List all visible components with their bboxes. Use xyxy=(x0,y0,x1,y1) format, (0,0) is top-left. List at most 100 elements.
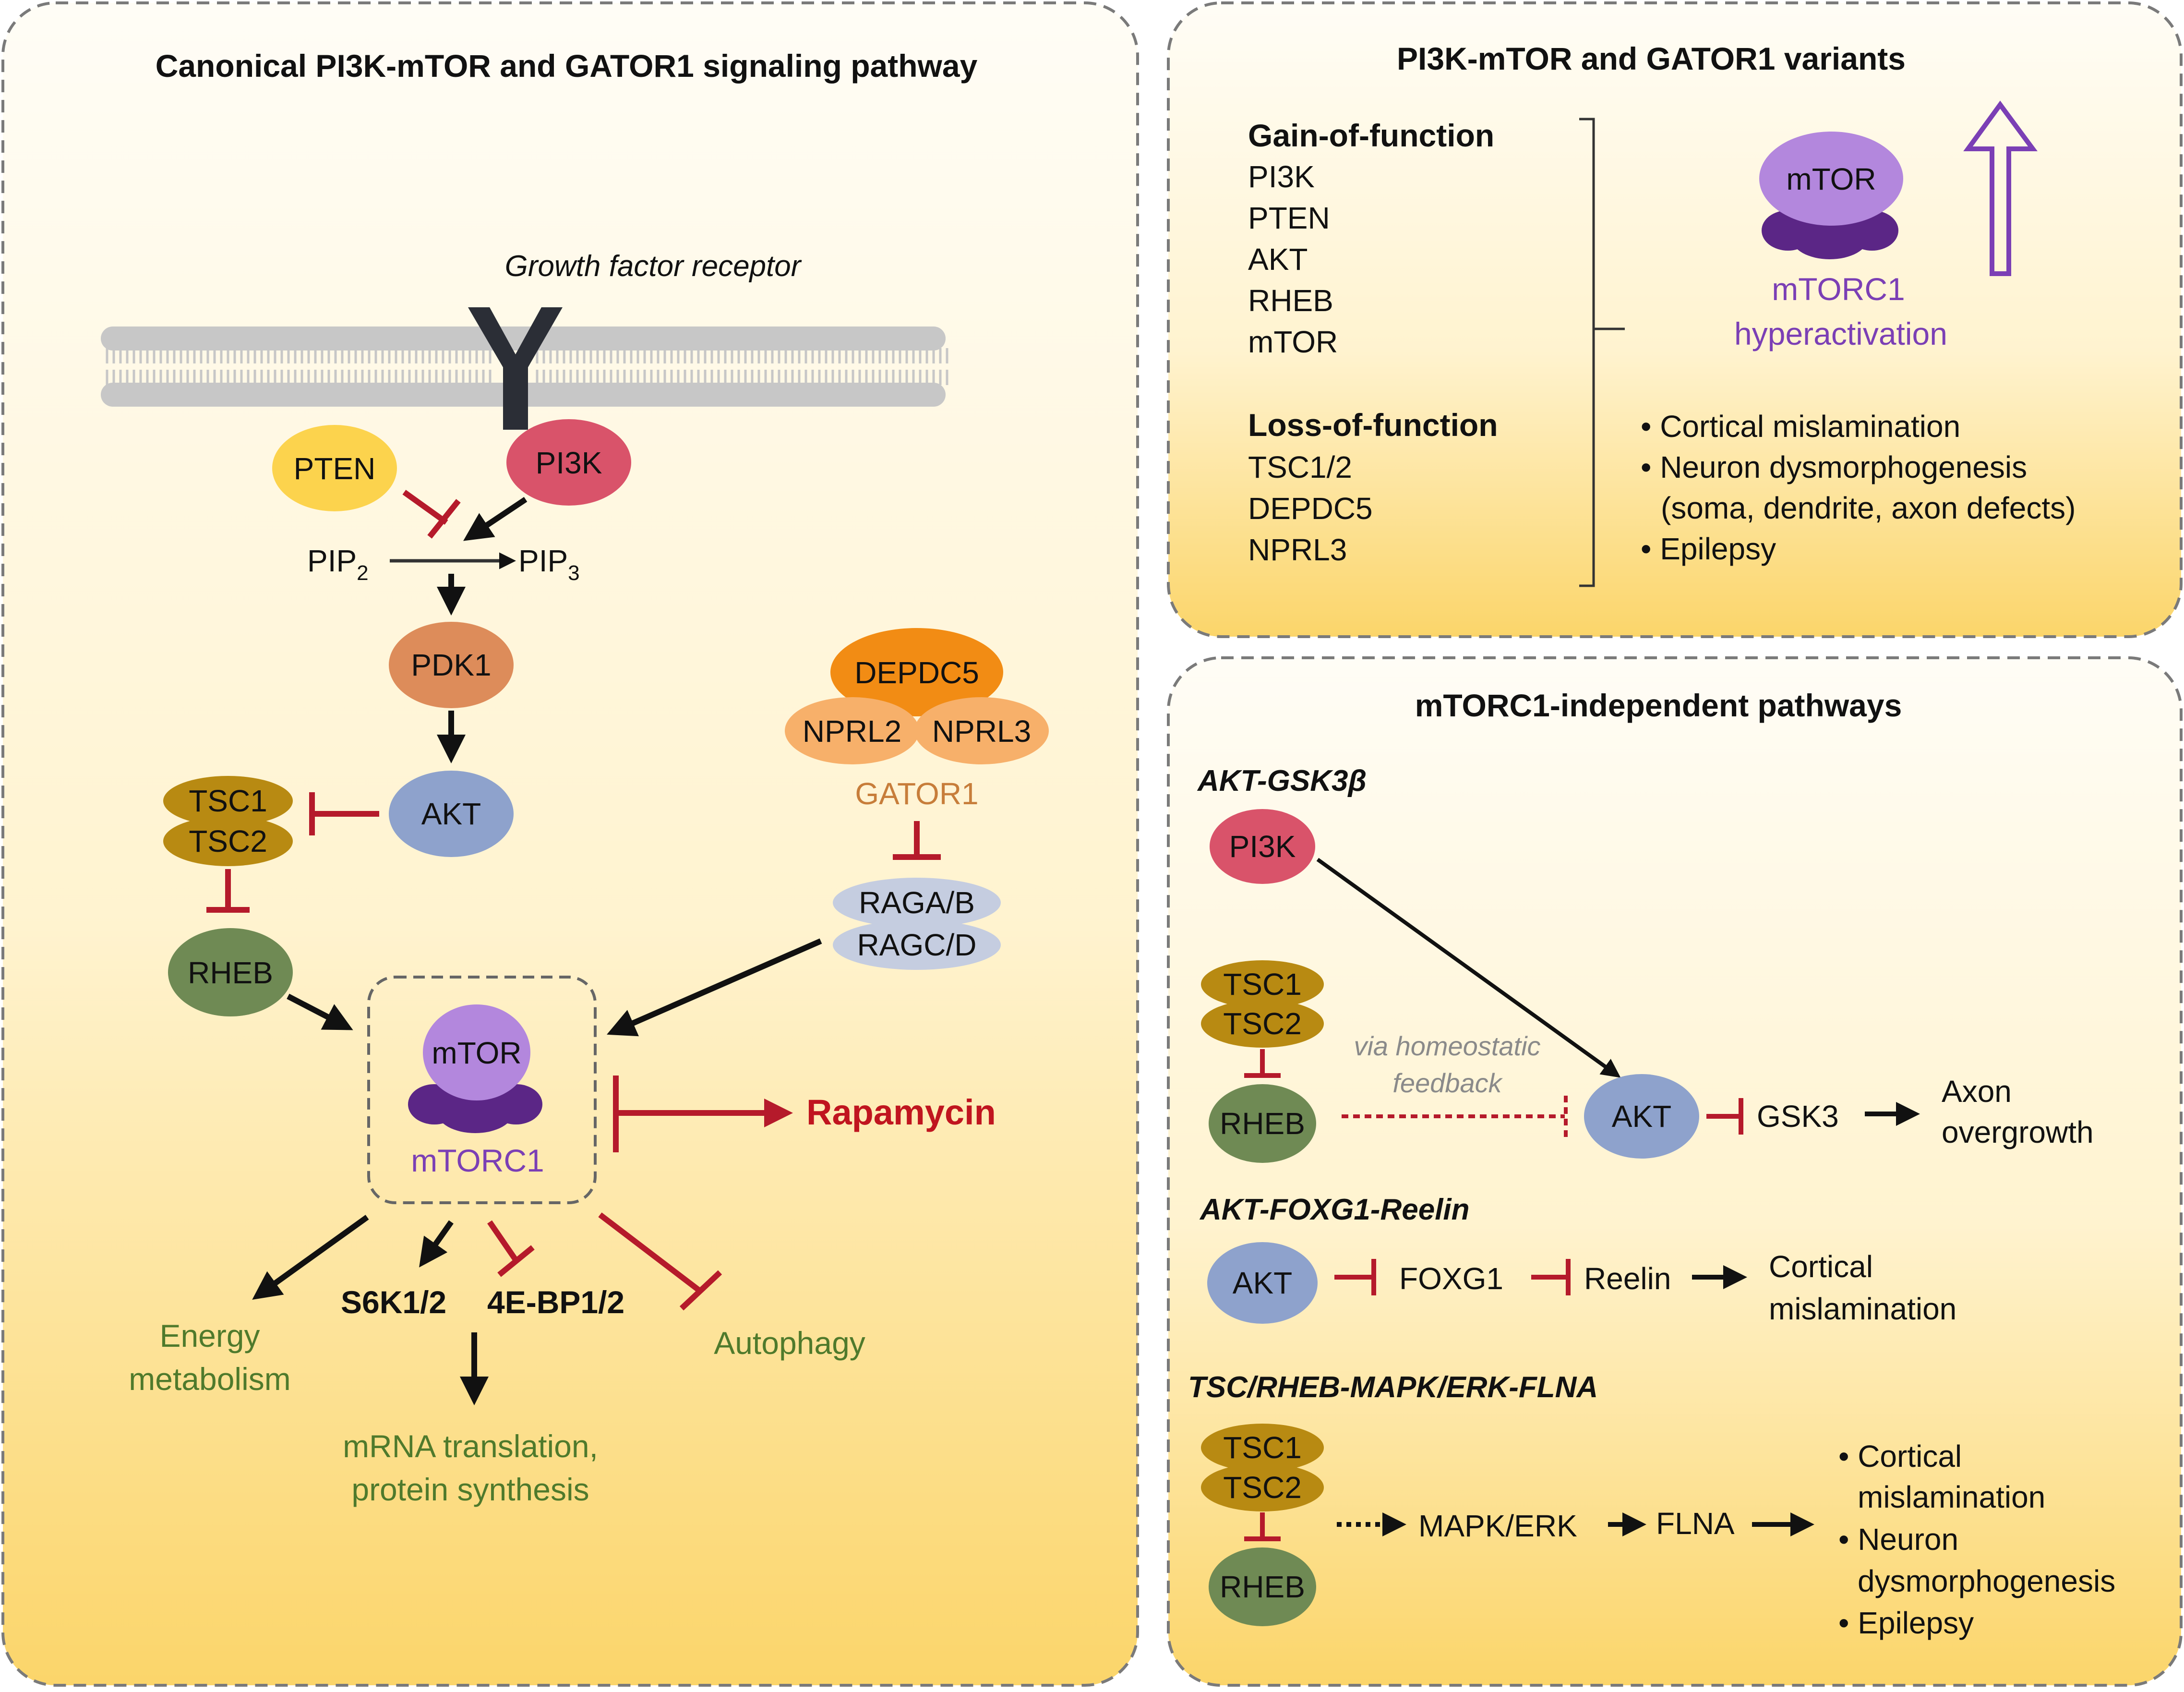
lipid-tail xyxy=(818,348,828,385)
lipid-tail xyxy=(294,348,303,385)
mapk-label: MAPK/ERK xyxy=(1418,1509,1577,1543)
lipid-tail xyxy=(307,348,317,385)
raga-label: RAGA/B xyxy=(859,885,975,920)
lipid-tail xyxy=(603,348,612,385)
mapk-outcome-item: mislamination xyxy=(1858,1480,2045,1514)
akt-inhibits-gsk3 xyxy=(1706,1098,1743,1135)
phenotype-item: • Epilepsy xyxy=(1641,532,1776,566)
lipid-tail xyxy=(428,348,438,385)
tsc1-node xyxy=(163,776,293,826)
lipid-tail xyxy=(858,348,868,385)
lipid-tail xyxy=(348,348,357,385)
lipid-tail xyxy=(334,348,344,385)
var-mtor-node xyxy=(1759,132,1903,226)
mtorc1-inhibits-autophagy xyxy=(598,1212,722,1311)
left-panel xyxy=(1,1,1139,1687)
foxg1-label: FOXG1 xyxy=(1399,1261,1503,1296)
ind-pi3k-node xyxy=(1210,809,1315,884)
lipid-tail xyxy=(536,348,545,385)
mtorc1-label: mTORC1 xyxy=(411,1143,544,1178)
loss-heading: Loss-of-function xyxy=(1248,407,1498,443)
foxg1-out-line1: Cortical xyxy=(1769,1249,1873,1284)
lipid-tail xyxy=(146,348,156,385)
mtorc1-inhibits-4ebp xyxy=(487,1220,535,1277)
pdk1-label: PDK1 xyxy=(411,648,491,682)
tsc2-node xyxy=(163,816,293,866)
mtorc1-box xyxy=(367,976,597,1204)
mtorc1-to-s6k-arrow xyxy=(419,1220,454,1268)
lipid-tail xyxy=(697,348,707,385)
pi3k-to-pip-arrow xyxy=(463,497,528,541)
lipid-tail xyxy=(132,348,142,385)
mtor-label: mTOR xyxy=(432,1036,521,1070)
lipid-tail xyxy=(106,348,115,385)
lipid-tail xyxy=(253,348,263,385)
receptor-icon xyxy=(468,307,563,430)
phenotype-list: • Cortical mislamination • Neuron dysmorp… xyxy=(1641,409,2076,566)
lipid-tail xyxy=(455,348,465,385)
lipid-tail xyxy=(925,348,935,385)
lipid-tail xyxy=(401,348,411,385)
lipid-tail xyxy=(684,348,693,385)
lipid-tail xyxy=(549,348,559,385)
lipid-tail xyxy=(415,348,424,385)
lossList-item: NPRL3 xyxy=(1248,532,1347,567)
lipid-tail xyxy=(321,348,330,385)
tsc-mapk-heading: TSC/RHEB-MAPK/ERK-FLNA xyxy=(1188,1371,1598,1404)
tsc1-label: TSC1 xyxy=(189,784,267,818)
ind3-tsc2-node xyxy=(1201,1463,1324,1511)
variants-bracket xyxy=(1579,118,1625,587)
nprl2-node xyxy=(785,697,919,764)
akt-inhibits-tsc xyxy=(309,792,379,835)
pi3k-node xyxy=(506,419,631,506)
gsk3-label: GSK3 xyxy=(1757,1099,1839,1134)
lipid-tail xyxy=(764,348,774,385)
ind2-akt-label: AKT xyxy=(1233,1266,1292,1300)
ind1-tsc1-label: TSC1 xyxy=(1223,967,1302,1002)
axon-line2: overgrowth xyxy=(1942,1115,2094,1149)
lipid-tail xyxy=(213,348,223,385)
gainList-item: PI3K xyxy=(1248,159,1315,194)
translation-line1: mRNA translation, xyxy=(343,1428,598,1464)
lipid-tail xyxy=(227,348,236,385)
lipid-tail xyxy=(657,348,666,385)
akt-node xyxy=(389,771,514,857)
ind2-akt-node xyxy=(1207,1242,1318,1324)
lipid-tail xyxy=(388,348,397,385)
lipid-tail xyxy=(778,348,787,385)
gainList-item: PTEN xyxy=(1248,201,1330,235)
var-mtor-label: mTOR xyxy=(1786,162,1876,196)
phenotype-item: • Cortical mislamination xyxy=(1641,409,1960,444)
mtor-node xyxy=(423,1004,530,1100)
4ebp-label: 4E-BP1/2 xyxy=(487,1284,624,1320)
var-mtorc1-label: mTORC1 xyxy=(1772,271,1905,307)
gainList-item: mTOR xyxy=(1248,325,1338,359)
lipid-tail xyxy=(374,348,384,385)
rapamycin-inhibition xyxy=(613,1076,787,1152)
left-panel-title: Canonical PI3K-mTOR and GATOR1 signaling… xyxy=(156,48,978,84)
lipid-tail xyxy=(616,348,626,385)
variants-panel xyxy=(1167,1,2183,638)
nprl3-node xyxy=(914,697,1049,764)
ragc-node xyxy=(833,920,1001,970)
foxg1-inhibits-reelin xyxy=(1531,1259,1571,1295)
ind1-akt-node xyxy=(1584,1074,1699,1159)
rapamycin-label: Rapamycin xyxy=(806,1092,996,1132)
ind3-tsc-inhibits-rheb xyxy=(1244,1512,1281,1541)
lossList-item: TSC1/2 xyxy=(1248,450,1352,484)
akt-label: AKT xyxy=(421,797,481,831)
lipid-tail xyxy=(845,348,854,385)
ind3-rheb-label: RHEB xyxy=(1220,1570,1305,1604)
lipid-tail xyxy=(589,348,599,385)
reelin-label: Reelin xyxy=(1584,1261,1671,1296)
lipid-tail xyxy=(643,348,653,385)
gator1-inhibits-rag xyxy=(893,821,941,860)
pten-node xyxy=(272,425,397,511)
lipid-tail xyxy=(482,348,492,385)
s6k-label: S6K1/2 xyxy=(341,1284,446,1320)
receptor-label: Growth factor receptor xyxy=(505,250,802,283)
rag-to-mtorc1-arrow xyxy=(607,938,822,1037)
pip3-label: PIP3 xyxy=(518,544,580,585)
phenotype-item: • Neuron dysmorphogenesis xyxy=(1641,450,2027,484)
